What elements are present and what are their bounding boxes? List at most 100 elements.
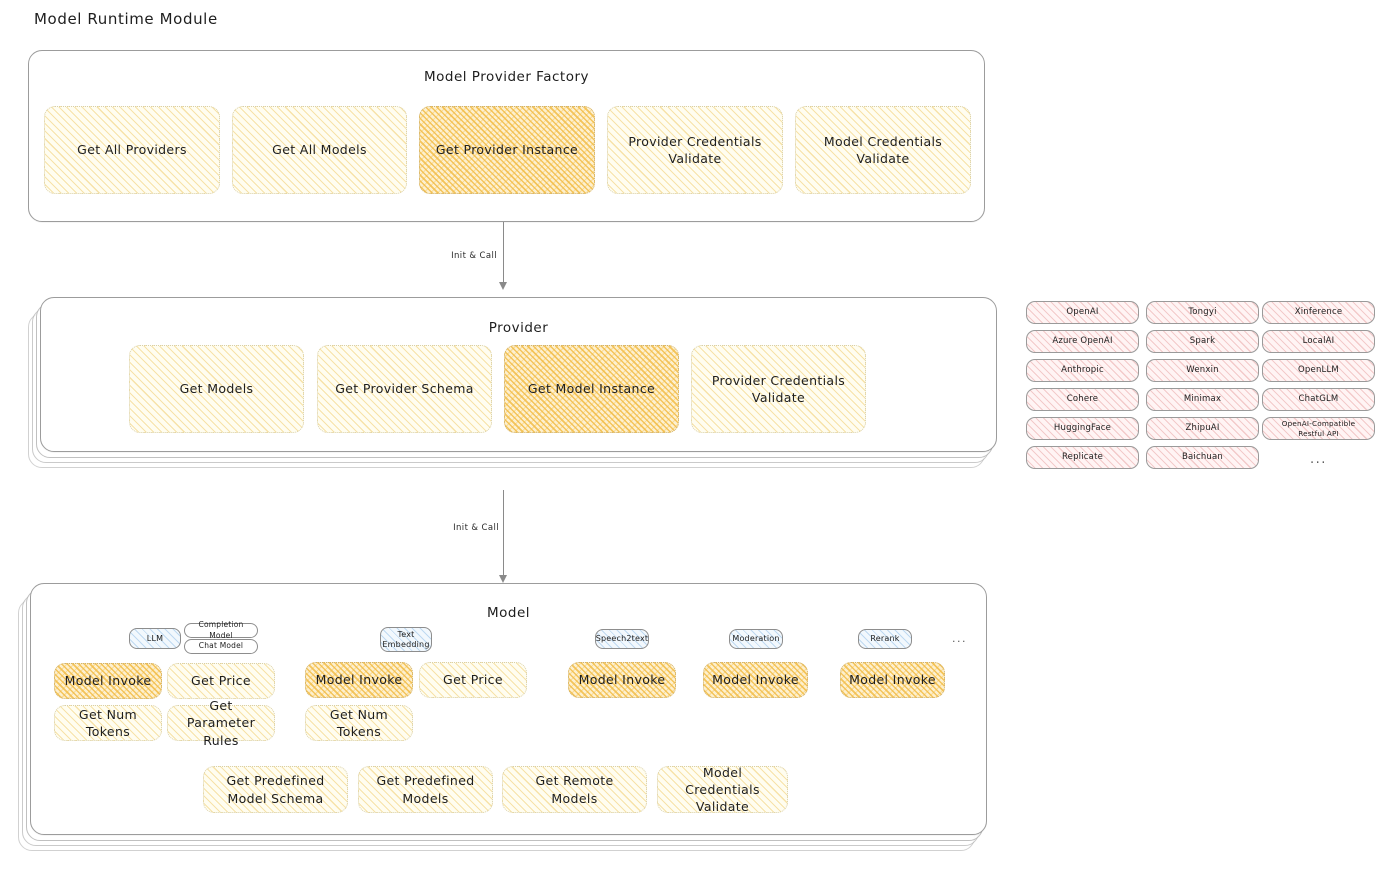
node-label: Model Invoke [578,672,666,688]
provider-chip-label: ZhipuAI [1185,422,1220,433]
node-label: Model Invoke [712,672,799,688]
node-label: Get Parameter Rules [186,698,256,748]
provider-chip-label: Wenxin [1186,364,1219,375]
arrow-shaft [503,490,505,578]
provider-chip-xinference[interactable]: Xinference [1262,301,1375,324]
node-get-model-instance[interactable]: Get Model Instance [504,345,679,433]
provider-chip-cohere[interactable]: Cohere [1026,388,1139,411]
node-label: Model Credentials Validate [823,133,943,166]
node-label: Model Credentials Validate [685,764,760,815]
badge-label: Text Embedding [382,629,430,649]
provider-chip-label: LocalAI [1302,335,1335,346]
model-type-badge-moderation[interactable]: Moderation [729,629,783,649]
provider-chip-anthropic[interactable]: Anthropic [1026,359,1139,382]
node-label: Get All Models [272,142,367,158]
node-moderation-model-invoke[interactable]: Model Invoke [703,662,808,698]
model-type-badge-speech2text[interactable]: Speech2text [595,629,649,649]
provider-chip-label: Minimax [1183,393,1222,404]
node-get-all-providers[interactable]: Get All Providers [44,106,220,194]
node-text-embedding-model-invoke[interactable]: Model Invoke [305,662,413,698]
provider-chip-baichuan[interactable]: Baichuan [1146,446,1259,469]
arrow-head [499,282,507,290]
model-sub-badge-chat-model[interactable]: Chat Model [184,639,258,654]
node-get-provider-schema[interactable]: Get Provider Schema [317,345,492,433]
provider-title: Provider [488,320,549,336]
arrow-label: Init & Call [453,523,499,533]
provider-chip-spark[interactable]: Spark [1146,330,1259,353]
node-speech2text-model-invoke[interactable]: Model Invoke [568,662,676,698]
node-label: Get Price [443,672,503,688]
model-type-badge-llm[interactable]: LLM [129,628,181,649]
model-sub-badge-completion-model[interactable]: Completion Model [184,620,258,640]
node-label: Model Invoke [315,672,403,688]
model-title: Model [486,605,531,621]
node-get-predefined-model-schema[interactable]: Get Predefined Model Schema [203,766,348,813]
node-get-all-models[interactable]: Get All Models [232,106,407,194]
provider-chip-label: Azure OpenAI [1052,335,1113,346]
node-provider-credentials-validate[interactable]: Provider Credentials Validate [607,106,783,194]
node-get-models[interactable]: Get Models [129,345,304,433]
provider-chip-wenxin[interactable]: Wenxin [1146,359,1259,382]
provider-list-more: ... [1310,452,1327,467]
provider-chip-label: Replicate [1061,451,1104,462]
node-model-credentials-validate-2[interactable]: Model Credentials Validate [657,764,788,815]
node-label: Get Price [191,673,251,689]
node-get-provider-instance[interactable]: Get Provider Instance [419,106,595,194]
node-label: Get All Providers [77,142,187,158]
provider-chip-label: ChatGLM [1298,393,1339,404]
node-rerank-model-invoke[interactable]: Model Invoke [840,662,945,698]
provider-chip-minimax[interactable]: Minimax [1146,388,1259,411]
badge-label: Rerank [870,634,900,643]
provider-chip-openai[interactable]: OpenAI [1026,301,1139,324]
node-provider-credentials-validate-2[interactable]: Provider Credentials Validate [691,345,866,433]
provider-chip-label: OpenAI-Compatible Restful API [1281,418,1356,438]
model-provider-factory-title: Model Provider Factory [423,69,589,85]
provider-chip-openai-compatible-restful-api[interactable]: OpenAI-Compatible Restful API [1262,417,1375,440]
node-label: Get Provider Instance [435,142,579,158]
model-types-more: ... [952,632,967,645]
node-llm-get-parameter-rules[interactable]: Get Parameter Rules [167,698,275,748]
node-get-remote-models[interactable]: Get Remote Models [502,766,647,813]
provider-chip-label: HuggingFace [1053,422,1112,433]
node-label: Get Predefined Model Schema [226,773,325,806]
provider-chip-label: Spark [1189,335,1216,346]
badge-label: LLM [146,633,164,643]
node-label: Get Num Tokens [78,706,138,739]
provider-chip-tongyi[interactable]: Tongyi [1146,301,1259,324]
provider-chip-label: OpenLLM [1298,364,1339,375]
node-label: Get Predefined Models [376,773,475,806]
provider-chip-localai[interactable]: LocalAI [1262,330,1375,353]
node-llm-model-invoke[interactable]: Model Invoke [54,663,162,699]
arrow-label: Init & Call [451,251,497,261]
model-type-badge-rerank[interactable]: Rerank [858,629,912,649]
provider-chip-azure-openai[interactable]: Azure OpenAI [1026,330,1139,353]
provider-chip-chatglm[interactable]: ChatGLM [1262,388,1375,411]
badge-label: Speech2text [595,634,649,643]
model-type-badge-text-embedding[interactable]: Text Embedding [380,627,432,652]
provider-chip-label: Baichuan [1181,451,1224,462]
node-label: Get Provider Schema [335,381,474,397]
badge-label: Moderation [732,634,780,643]
node-get-predefined-models[interactable]: Get Predefined Models [358,766,493,813]
provider-chip-label: Tongyi [1188,306,1217,317]
provider-chip-zhipuai[interactable]: ZhipuAI [1146,417,1259,440]
node-model-credentials-validate[interactable]: Model Credentials Validate [795,106,971,194]
provider-chip-huggingface[interactable]: HuggingFace [1026,417,1139,440]
provider-chip-openllm[interactable]: OpenLLM [1262,359,1375,382]
page-title: Model Runtime Module [34,10,218,28]
provider-chip-replicate[interactable]: Replicate [1026,446,1139,469]
node-text-embedding-get-price[interactable]: Get Price [419,662,527,698]
node-label: Provider Credentials Validate [628,133,762,166]
provider-chip-label: Xinference [1294,306,1343,317]
node-llm-get-num-tokens[interactable]: Get Num Tokens [54,705,162,741]
node-llm-get-price[interactable]: Get Price [167,663,275,699]
node-label: Get Models [179,381,254,397]
badge-label: Chat Model [198,641,244,651]
provider-chip-label: OpenAI [1066,306,1099,317]
node-label: Model Invoke [849,672,936,688]
arrow-shaft [503,222,505,284]
node-text-embedding-get-num-tokens[interactable]: Get Num Tokens [305,705,413,741]
node-label: Get Model Instance [527,381,656,397]
provider-chip-label: Cohere [1066,393,1099,404]
